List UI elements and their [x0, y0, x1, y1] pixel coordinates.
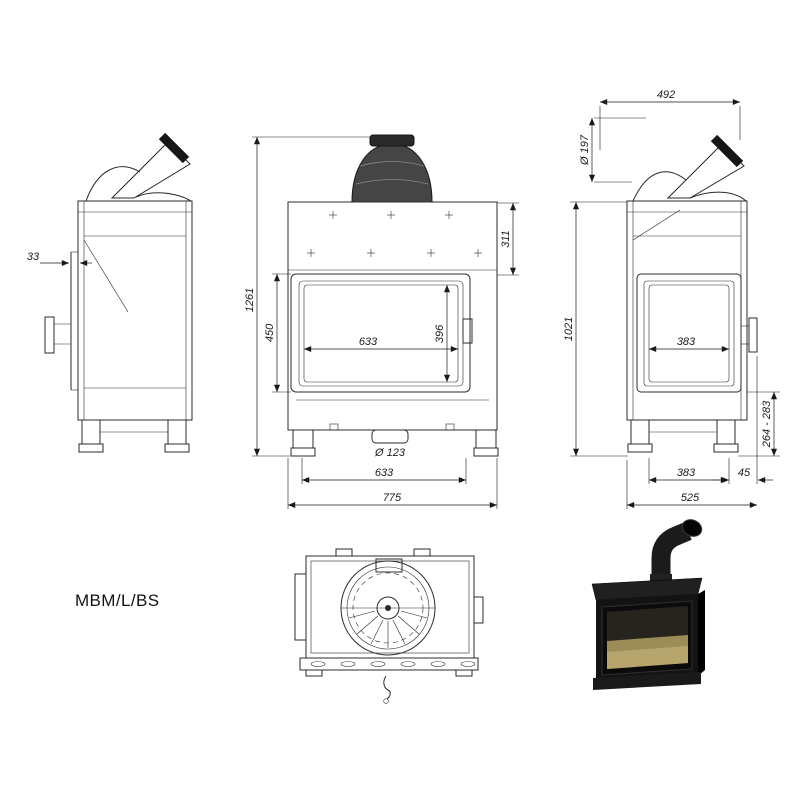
dim-body-height: 1021 — [563, 201, 628, 457]
dim-flue-diameter: Ø 197 — [579, 117, 646, 183]
dim-glass-offset: 33 — [27, 251, 92, 267]
model-label: MBM/L/BS — [75, 591, 159, 610]
legs-right — [627, 419, 739, 453]
dim-door-height: 450 — [264, 273, 291, 393]
dim-label-depth-side-glass: 383 — [677, 467, 696, 479]
side-face-render — [698, 590, 705, 676]
latch-hook — [383, 675, 391, 704]
flue-collar-render — [650, 574, 672, 584]
air-inlet-slot — [371, 429, 409, 444]
dim-label-glass-height: 396 — [434, 324, 446, 343]
body-left — [77, 200, 193, 421]
dim-label-body-height: 1021 — [563, 317, 575, 341]
dim-label-flue-diameter: Ø 197 — [579, 134, 591, 166]
flue-cap-right — [710, 134, 744, 168]
body-right — [626, 200, 748, 421]
door-handle-left — [44, 316, 71, 354]
dim-label-front-offset: 45 — [738, 467, 751, 479]
dim-label-air-inlet: Ø 123 — [374, 447, 406, 459]
dim-total-depth: 525 — [626, 460, 757, 509]
dim-front-offset: 45 — [713, 356, 773, 484]
dim-label-total-height: 1261 — [244, 288, 256, 312]
dim-label-base-height-range: 264 - 283 — [761, 400, 773, 448]
right-side-view: 492 Ø 197 1021 383 264 - 283 — [563, 89, 780, 509]
flue-assembly-left — [85, 132, 192, 202]
door-handle-front — [462, 318, 473, 344]
damper-fan-lines — [348, 610, 428, 648]
flue-assembly-right — [632, 134, 747, 202]
base-front — [290, 423, 499, 457]
dim-label-door-height: 450 — [264, 323, 276, 342]
dim-label-total-width: 775 — [383, 492, 402, 504]
dim-base-height-range: 264 - 283 — [738, 391, 780, 457]
dim-label-total-depth: 525 — [681, 492, 700, 504]
dim-label-glass-width-inner: 633 — [359, 336, 378, 348]
flue-opening-top — [340, 558, 436, 656]
flue-collar-front — [351, 134, 433, 203]
dim-label-side-glass-width: 383 — [677, 336, 696, 348]
left-side-view: 33 — [27, 132, 193, 453]
front-glass-edge-left — [70, 251, 78, 391]
dim-glass-width-bottom: 633 — [301, 458, 467, 484]
dim-label-glass-offset: 33 — [27, 251, 40, 263]
damper-lever — [375, 558, 403, 573]
side-bracket — [294, 573, 307, 641]
top-view — [294, 548, 484, 704]
door-handle-right — [741, 317, 758, 353]
legs-left — [78, 419, 190, 453]
dim-label-top-depth: 492 — [657, 89, 675, 101]
base-render — [593, 672, 701, 690]
dim-label-upper-section: 311 — [500, 230, 512, 248]
screw-marks — [307, 211, 482, 257]
flue-cap-front — [369, 134, 415, 147]
flue-cap-left — [158, 132, 190, 164]
dim-upper-section: 311 — [497, 202, 519, 276]
dim-total-width: 775 — [287, 458, 498, 509]
flue-elbow-render — [651, 522, 692, 584]
flue-outlet-render — [681, 519, 703, 537]
dim-side-glass-width: 383 — [649, 336, 729, 353]
side-tab — [473, 596, 484, 624]
glass-reflection-light-render — [607, 646, 688, 669]
front-view: 1261 450 396 633 311 Ø 123 633 — [244, 134, 519, 509]
dim-glass-height: 396 — [434, 285, 451, 382]
dim-top-depth: 492 — [599, 89, 741, 150]
mounting-flange — [299, 657, 479, 677]
side-glass-right — [636, 273, 742, 393]
door-front — [290, 273, 473, 393]
dim-glass-width-inner: 633 — [304, 336, 458, 353]
product-render — [591, 519, 705, 690]
body-front — [287, 201, 498, 431]
dim-label-glass-width-bottom: 633 — [375, 467, 394, 479]
dim-total-height: 1261 — [244, 136, 371, 457]
